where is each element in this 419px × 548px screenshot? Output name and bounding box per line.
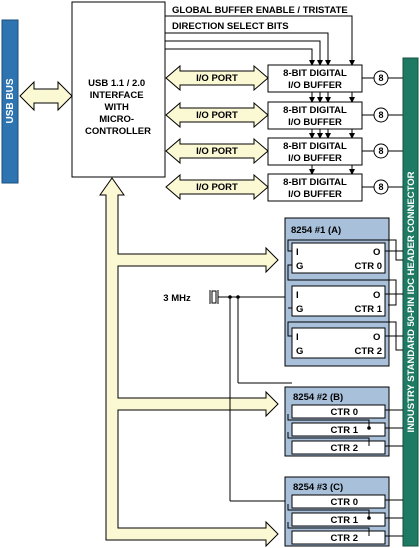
idc-connector-label: INDUSTRY STANDARD 50-PIN IDC HEADER CONN… [406,171,417,432]
chip-title: 8254 #1 (A) [291,225,341,236]
io-buffer-line-2: I/O BUFFER [288,117,342,128]
io-buffer-box [267,64,363,93]
counter-name: CTR 1 [355,304,383,315]
io-buffer-line-2: I/O BUFFER [288,189,342,200]
io-port-label: I/O PORT [196,73,238,84]
counter-name: CTR 1 [331,425,359,436]
clock-wires [218,295,292,502]
line-count-label: 8 [378,146,383,156]
usb-bus-label: USB BUS [5,78,16,123]
counter-out: O [373,247,380,258]
micro-line-2: INTERFACE [90,90,144,101]
counter-name: CTR 2 [355,346,382,357]
io-port-row-3: I/O PORT 8-BIT DIGITAL I/O BUFFER 8 [165,137,403,166]
io-buffer-box [267,101,363,130]
micro-line-1: USB 1.1 / 2.0 [88,78,145,89]
usb-link-arrow [19,80,73,112]
counter-block [291,494,386,509]
microcontroller-box [71,1,166,178]
counter-out: O [373,332,380,343]
direction-select-label: DIRECTION SELECT BITS [172,21,289,32]
counter-block [291,422,386,437]
idc-connector-bar [402,57,419,547]
counter-block [291,530,386,545]
counter-block [291,327,386,359]
counter-block [291,512,386,527]
counter-name: CTR 1 [331,515,359,526]
io-port-row-2: I/O PORT 8-BIT DIGITAL I/O BUFFER 8 [165,101,403,130]
line-count-label: 8 [378,110,383,120]
io-buffer-line-1: 8-BIT DIGITAL [283,68,347,79]
counter-chip-a: 8254 #1 (A) I O G CTR 0 I O G CTR 1 I O … [284,217,403,367]
counter-name: CTR 2 [331,443,358,454]
counter-name: CTR 2 [331,533,358,544]
counter-block [291,242,386,274]
micro-line-4: MICRO- [99,114,134,125]
micro-line-3: WITH [105,102,129,113]
io-port-label: I/O PORT [196,110,238,121]
usb-bus-bar [1,19,19,184]
io-buffer-box [267,137,363,166]
counter-in: I [296,247,299,258]
counter-block [291,404,386,419]
internal-bus [99,177,279,548]
svg-text:USB 1.1 / 2.0 INTERFACE: USB 1.1 / 2.0 INTERFACE WITH MICRO- CONT… [85,78,151,137]
counter-gate: G [296,261,303,272]
counter-block [291,440,386,455]
io-buffer-line-2: I/O BUFFER [288,153,342,164]
io-buffer-line-1: 8-BIT DIGITAL [283,105,347,116]
line-count-label: 8 [378,182,383,192]
line-count-label: 8 [378,73,383,83]
io-buffer-line-2: I/O BUFFER [288,80,342,91]
counter-block [291,285,386,317]
counter-name: CTR 0 [331,407,358,418]
io-buffer-line-1: 8-BIT DIGITAL [283,141,347,152]
io-buffer-line-1: 8-BIT DIGITAL [283,177,347,188]
internal-bus-diagonal [118,474,150,480]
chip-a-wiring [287,239,403,351]
counter-chip-c: 8254 #3 (C) CTR 0 CTR 1 CTR 2 [284,476,403,547]
counter-in: I [296,290,299,301]
chip-title: 8254 #3 (C) [293,482,343,493]
counter-chip-b: 8254 #2 (B) CTR 0 CTR 1 CTR 2 [284,386,403,457]
counter-name: CTR 0 [355,261,382,272]
chip-title: 8254 #2 (B) [293,392,343,403]
io-buffer-box [267,173,363,202]
counter-out: O [373,290,380,301]
crystal-icon [209,290,219,304]
clock-label: 3 MHz [163,293,191,304]
io-port-label: I/O PORT [196,182,238,193]
counter-gate: G [296,304,303,315]
counter-in: I [296,332,299,343]
io-port-row-1: I/O PORT 8-BIT DIGITAL I/O BUFFER 8 [165,64,403,93]
chip-c-wiring [287,499,403,537]
micro-line-5: CONTROLLER [85,126,151,137]
io-port-row-4: I/O PORT 8-BIT DIGITAL I/O BUFFER 8 [165,173,403,202]
control-wires [165,15,355,175]
counter-gate: G [296,346,303,357]
chip-b-wiring [287,409,403,447]
global-enable-label: GLOBAL BUFFER ENABLE / TRISTATE [172,5,348,16]
counter-name: CTR 0 [331,497,358,508]
io-port-label: I/O PORT [196,146,238,157]
